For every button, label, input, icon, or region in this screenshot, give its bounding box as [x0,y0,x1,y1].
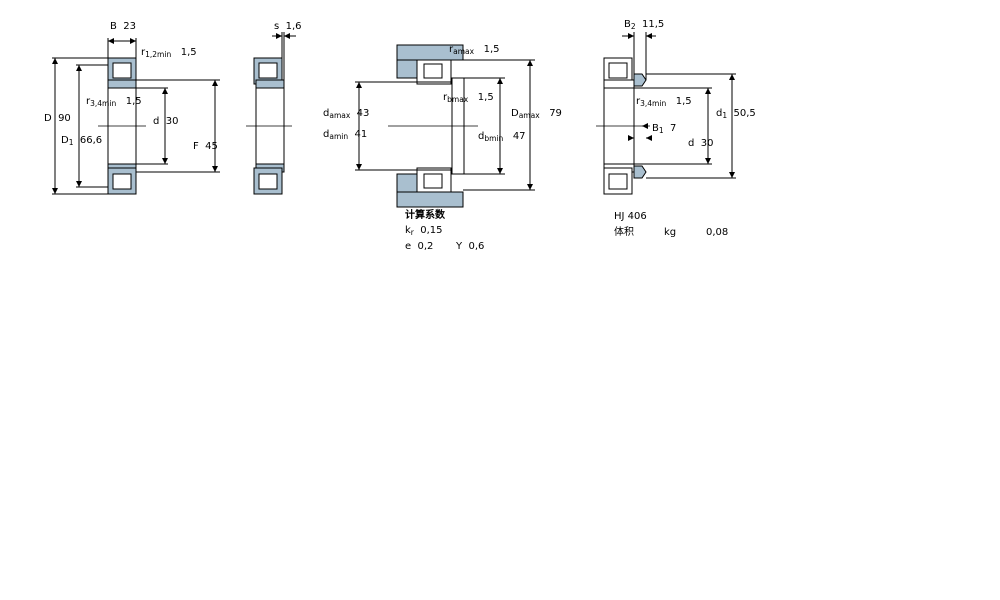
B1-dimension-label: B1 7 [652,123,677,135]
d1-dimension-label: d1 50,5 [716,108,756,120]
housing-bottom [396,191,464,208]
d-ring-dimension-label: d 30 [688,138,714,149]
angle-ring-designation: HJ 406 [614,211,647,222]
r34-dimension-label: r3,4min 1,5 [86,96,142,108]
damin-dimension-label: damin 41 [323,129,368,141]
mass-unit: kg [664,227,677,238]
D1-dimension-label: D1 66,6 [61,135,103,147]
roller-bottom [112,173,132,190]
bearing-section-view [52,38,220,195]
Y-factor: Y 0,6 [456,241,485,252]
Damax-dimension-label: Damax 79 [511,108,562,120]
damax-dimension-label: damax 43 [323,108,370,120]
B-dimension-label: B 23 [110,21,136,32]
r12-dimension-label: r1,2min 1,5 [141,47,197,59]
mass-value: 0,08 [706,227,729,238]
r34-ring-dimension-label: r3,4min 1,5 [636,96,692,108]
abutment-view [355,44,535,208]
axial-displacement-view [246,32,296,195]
mass-label: 体积 [614,227,634,238]
dbmin-dimension-label: dbmin 47 [478,131,526,143]
calc-factors-heading: 计算系数 [405,210,445,221]
F-dimension-label: F 45 [193,141,218,152]
D-dimension-label: D 90 [44,113,71,124]
ra-dimension-label: ramax 1,5 [449,44,500,56]
inner-ring-top [107,79,137,89]
rb-dimension-label: rbmax 1,5 [443,92,494,104]
e-factor: e 0,2 [405,241,434,252]
roller-top [112,62,132,79]
B2-dimension-label: B2 11,5 [624,19,665,31]
angle-ring-view [596,32,736,195]
angle-ring-top [633,73,647,87]
s-dimension-label: s 1,6 [274,21,302,32]
angle-ring-bottom [633,165,647,179]
kr-factor: kr 0,15 [405,225,443,237]
d-dimension-label: d 30 [153,116,179,127]
